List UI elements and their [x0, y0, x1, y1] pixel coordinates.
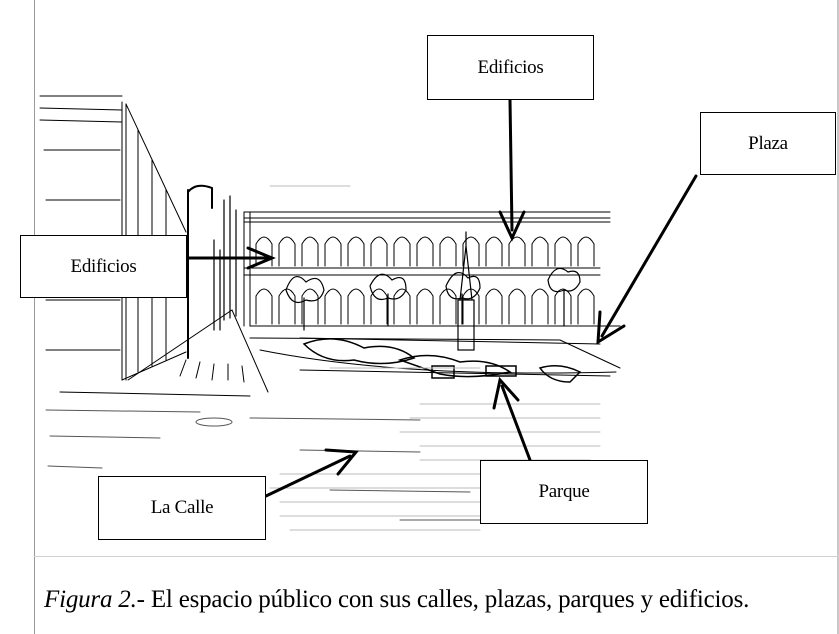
figure-number: Figura 2.: [44, 586, 137, 613]
faint-background-text-sketch: [269, 185, 601, 531]
figure-caption: Figura 2.- El espacio público con sus ca…: [44, 586, 749, 614]
arrow-edificios-top: [508, 98, 514, 232]
lamp-post-sketch: [187, 184, 213, 359]
label-parque: Parque: [480, 460, 648, 524]
page-left-border: [34, 0, 35, 634]
caption-text: - El espacio público con sus calles, pla…: [136, 586, 750, 613]
label-edificios-left: Edificios: [20, 235, 187, 298]
park-sketch: [302, 338, 582, 383]
ground-hatching-sketch: [45, 409, 481, 521]
arrow-plaza: [600, 174, 698, 338]
street-buildings-sketch: [213, 195, 237, 331]
trees-sketch: [285, 267, 581, 331]
plaza-ground-sketch: [249, 325, 621, 377]
label-plaza: Plaza: [700, 112, 836, 175]
arrows: [184, 98, 698, 498]
arrow-parque: [500, 384, 532, 462]
label-edificios-top: Edificios: [427, 35, 594, 100]
label-la-calle: La Calle: [98, 476, 266, 540]
monument-sketch: [457, 231, 475, 351]
street-sketch: [59, 309, 269, 397]
arcade-building-sketch: [243, 211, 611, 327]
page-right-border: [837, 0, 839, 634]
arrow-la-calle: [264, 454, 352, 498]
caption-separator: [34, 556, 839, 557]
